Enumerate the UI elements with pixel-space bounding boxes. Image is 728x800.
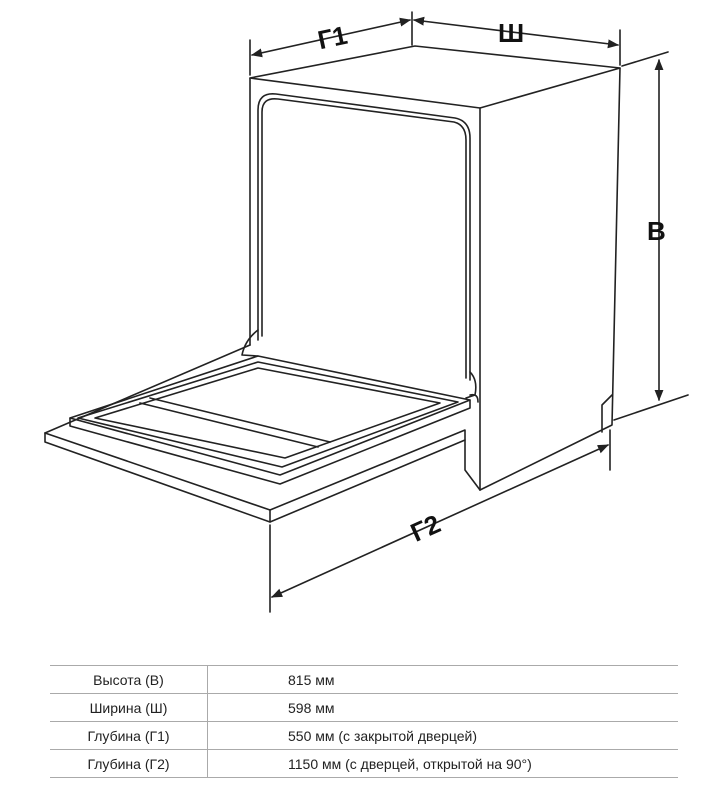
table-row: Ширина (Ш)598 мм [50, 693, 678, 722]
param-cell: Глубина (Г1) [50, 721, 208, 750]
dishwasher-dimension-diagram: Г1 Ш В Г2 [44, 11, 689, 613]
param-cell: Глубина (Г2) [50, 749, 208, 778]
param-cell: Высота (В) [50, 665, 208, 694]
value-cell: 815 мм [207, 665, 678, 694]
table-row: Глубина (Г1)550 мм (с закрытой дверцей) [50, 721, 678, 750]
table-row: Глубина (Г2)1150 мм (с дверцей, открытой… [50, 749, 678, 778]
label-height: В [647, 216, 666, 246]
value-cell: 1150 мм (с дверцей, открытой на 90°) [207, 749, 678, 778]
label-depth1: Г1 [315, 20, 350, 55]
dimensions-table: Высота (В)815 мм Ширина (Ш)598 мм Глубин… [50, 665, 678, 778]
value-cell: 598 мм [207, 693, 678, 722]
label-depth2: Г2 [406, 508, 445, 547]
open-door [44, 344, 481, 523]
value-cell: 550 мм (с закрытой дверцей) [207, 721, 678, 750]
table-row: Высота (В)815 мм [50, 665, 678, 694]
label-width: Ш [498, 18, 524, 48]
dimension-lines [249, 11, 689, 613]
param-cell: Ширина (Ш) [50, 693, 208, 722]
